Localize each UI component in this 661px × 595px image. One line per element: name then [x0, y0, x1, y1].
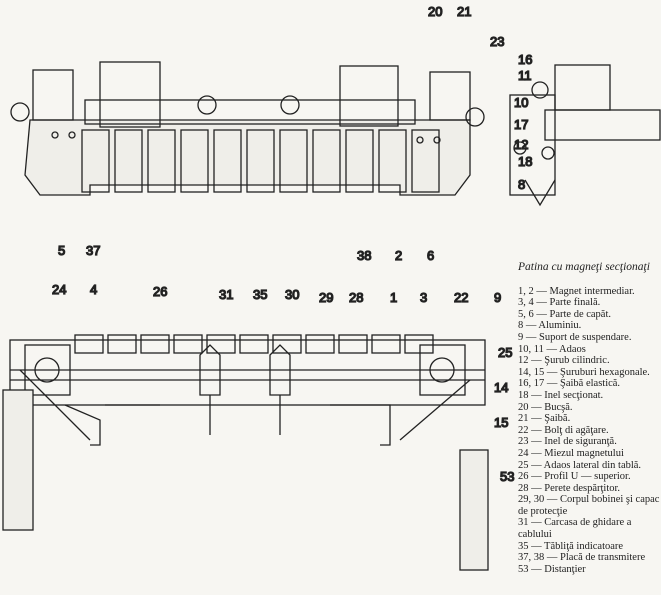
callout: 5 — [58, 243, 65, 258]
magnet-block — [180, 129, 209, 193]
callout: 11 — [518, 68, 532, 83]
callout: 2 — [395, 248, 402, 263]
legend-item: 20 — Bucşă. — [518, 401, 573, 413]
callout: 3 — [420, 290, 427, 305]
callout: 23 — [490, 34, 504, 49]
magnet-block — [312, 129, 341, 193]
callout: 24 — [52, 282, 66, 297]
magnet-block — [140, 334, 170, 354]
callout: 29 — [319, 290, 333, 305]
legend-item: 10, 11 — Adaos — [518, 343, 586, 355]
callouts-bottom: 24 4 26 31 35 30 29 28 1 3 22 9 25 14 15… — [51, 281, 515, 484]
callout: 16 — [518, 52, 532, 67]
legend-item: 37, 38 — Placă de transmitere — [518, 552, 646, 564]
callout: 30 — [285, 287, 299, 302]
legend-item: 24 — Miezul magnetului — [518, 447, 624, 459]
legend: Patina cu magneţi secţionaţi 1, 2 — Magn… — [518, 261, 661, 575]
callout: 22 — [454, 290, 468, 305]
legend-item: 53 — Distanţier — [518, 563, 586, 575]
callouts-top: 20 21 23 16 11 10 17 12 18 8 5 37 38 2 6 — [57, 3, 533, 263]
callout: 35 — [253, 287, 267, 302]
legend-item: 26 — Profil U — superior. — [518, 471, 631, 483]
callout: 4 — [90, 282, 97, 297]
legend-item: 18 — Inel secţionat. — [518, 389, 604, 401]
callout: 15 — [494, 415, 508, 430]
legend-item: 14, 15 — Şuruburi hexagonale. — [518, 366, 650, 378]
magnet-block — [338, 334, 368, 354]
callout: 14 — [494, 380, 508, 395]
legend-item: 8 — Aluminiu. — [518, 320, 582, 332]
callout: 17 — [514, 117, 528, 132]
magnet-block — [74, 334, 104, 354]
magnet-block — [239, 334, 269, 354]
magnet-block — [378, 129, 407, 193]
callout: 25 — [498, 345, 512, 360]
magnet-block — [147, 129, 176, 193]
callout: 10 — [514, 95, 528, 110]
magnet-block — [345, 129, 374, 193]
legend-item: 28 — Perete despărţitor. — [518, 482, 621, 494]
magnet-block — [279, 129, 308, 193]
callout: 28 — [349, 290, 363, 305]
magnet-block — [107, 334, 137, 354]
top-view-assembly — [10, 61, 485, 196]
legend-item: 23 — Inel de siguranţă. — [518, 436, 617, 448]
magnet-block — [246, 129, 275, 193]
callout: 20 — [428, 4, 442, 19]
legend-item: 22 — Bolţ di agăţare. — [518, 424, 609, 436]
legend-item: 35 — Tăbliţă indicatoare — [518, 540, 624, 552]
callout: 37 — [86, 243, 100, 258]
bottom-view-assembly — [2, 334, 489, 571]
magnet-block — [305, 334, 335, 354]
legend-item: 25 — Adaos lateral din tablă. — [518, 459, 642, 471]
legend-item: 12 — Şurub cilindric. — [518, 355, 610, 367]
callout: 53 — [500, 469, 514, 484]
magnet-block — [404, 334, 434, 354]
callout: 12 — [514, 137, 528, 152]
legend-item: 29, 30 — Corpul bobinei şi capac de prot… — [518, 494, 660, 517]
legend-item: 1, 2 — Magnet intermediar. — [518, 285, 635, 297]
magnet-block — [173, 334, 203, 354]
callout: 38 — [357, 248, 371, 263]
callout: 6 — [427, 248, 434, 263]
callout: 8 — [518, 177, 525, 192]
callout: 31 — [219, 287, 233, 302]
magnet-block — [371, 334, 401, 354]
legend-item: 31 — Carcasa de ghidare a cablului — [518, 517, 632, 541]
legend-item: 16, 17 — Şaibă elastică. — [518, 378, 621, 390]
callout: 1 — [390, 290, 397, 305]
callout: 18 — [518, 154, 532, 169]
legend-item: 3, 4 — Parte finală. — [518, 297, 601, 309]
magnet-block — [206, 334, 236, 354]
legend-item: 21 — Şaibă. — [518, 413, 571, 425]
callout: 26 — [153, 284, 167, 299]
legend-item: 9 — Suport de suspendare. — [518, 331, 632, 343]
magnet-block — [213, 129, 242, 193]
magnet-block — [81, 129, 110, 193]
magnet-block — [411, 129, 440, 193]
legend-item: 5, 6 — Parte de capăt. — [518, 308, 612, 320]
side-detail — [509, 64, 661, 207]
magnet-block — [272, 334, 302, 354]
callout: 21 — [457, 4, 471, 19]
legend-title: Patina cu magneţi secţionaţi — [518, 261, 650, 273]
magnet-block — [114, 129, 143, 193]
callout: 9 — [494, 290, 501, 305]
